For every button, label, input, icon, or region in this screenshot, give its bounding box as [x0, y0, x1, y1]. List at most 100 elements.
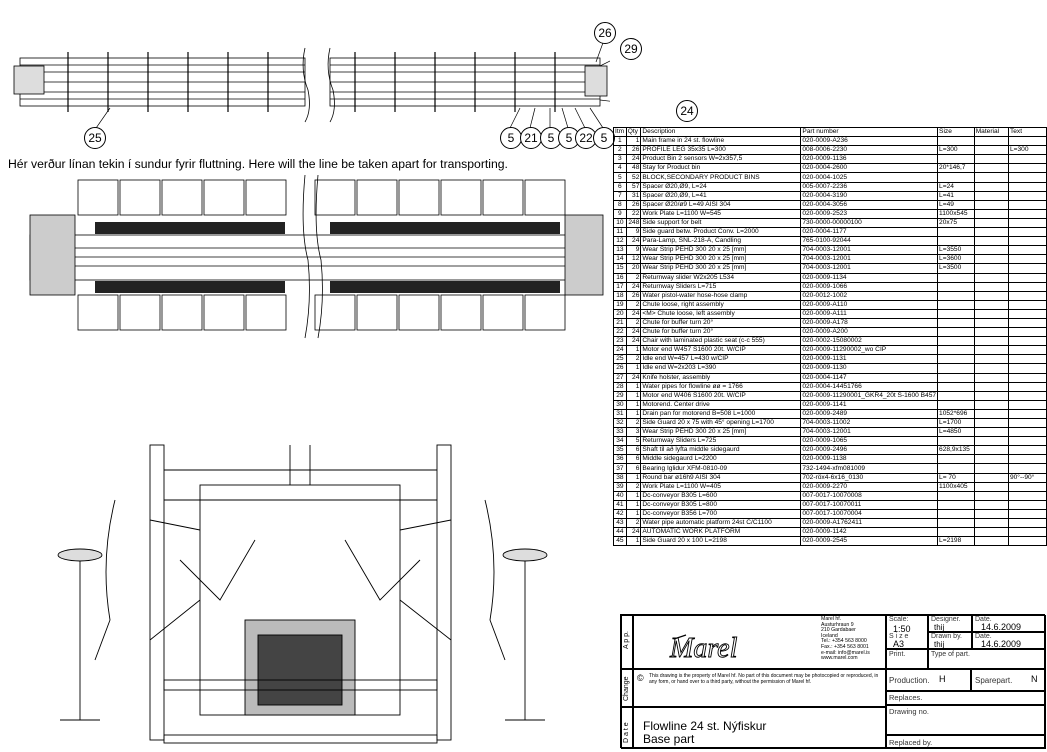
- bom-cell: [973, 436, 1009, 447]
- bom-header: Material: [973, 126, 1009, 138]
- bom-cell: Idle end W=457 L=430 w/CIP: [640, 354, 802, 365]
- bom-cell: 10: [613, 217, 627, 229]
- copyright-icon: ©: [637, 673, 644, 683]
- bom-cell: [937, 136, 975, 147]
- bom-cell: 35: [613, 445, 627, 456]
- drawn-date: 14.6.2009: [981, 639, 1022, 649]
- bom-cell: 020-0004-1025: [800, 172, 939, 183]
- bom-cell: 020-0004-2600: [800, 163, 939, 174]
- bom-cell: [973, 163, 1009, 174]
- bom-cell: [937, 354, 975, 365]
- bom-cell: Chute for buffer turn 20°: [640, 327, 802, 338]
- bom-cell: 007-0017-10070011: [800, 499, 939, 510]
- balloon-29: 29: [620, 38, 642, 60]
- bom-cell: [973, 236, 1009, 247]
- bom-cell: [1007, 308, 1047, 319]
- bom-cell: Bearing Iglidur XFM-0810-09: [640, 463, 802, 474]
- bom-cell: [973, 463, 1009, 474]
- bom-cell: [973, 145, 1009, 156]
- bom-cell: 020-0009-A1762411: [800, 518, 939, 529]
- bom-cell: 628,9x135: [937, 445, 975, 456]
- bom-cell: 1: [625, 472, 642, 483]
- bom-cell: 4: [613, 163, 627, 174]
- title-block: A p p. Change D a t e Marel Marel hf. Au…: [620, 614, 1046, 749]
- bom-cell: Idle end W=2x203 L=390: [640, 363, 802, 374]
- bom-cell: 020-0009-11290002_wo CIP: [800, 345, 939, 356]
- bom-cell: [937, 499, 975, 510]
- bom-cell: [937, 490, 975, 501]
- bom-cell: [937, 308, 975, 319]
- bom-cell: [1007, 354, 1047, 365]
- bom-cell: 20: [625, 263, 642, 274]
- bom-cell: 020-0004-14451766: [800, 381, 939, 392]
- bom-cell: 24: [625, 527, 642, 538]
- bom-cell: [973, 199, 1009, 210]
- bom-header: Size: [937, 126, 975, 138]
- plan-view: [29, 174, 604, 339]
- bom-cell: 32: [613, 417, 627, 429]
- bom-cell: 24: [625, 372, 642, 383]
- bom-cell: 24: [625, 236, 642, 247]
- bom-cell: 24: [625, 336, 642, 347]
- bom-cell: [973, 208, 1009, 219]
- bom-cell: 2: [625, 518, 642, 529]
- bom-cell: [973, 354, 1009, 365]
- bom-cell: Dc-conveyor B305 L=800: [640, 499, 802, 510]
- bom-cell: 14: [613, 254, 627, 265]
- bom-header: Qty: [625, 126, 642, 138]
- bom-cell: [1007, 508, 1047, 520]
- bom-cell: 9: [625, 227, 642, 238]
- bom-cell: 1: [613, 136, 627, 147]
- transport-note: Hér verður línan tekin í sundur fyrir fl…: [8, 157, 508, 171]
- bom-cell: 020-0004-1147: [800, 372, 939, 383]
- bom-cell: 2: [625, 317, 642, 329]
- bom-cell: 17: [613, 281, 627, 292]
- bom-cell: 020-0009-1066: [800, 281, 939, 292]
- bom-cell: L=1700: [937, 417, 975, 429]
- bom-cell: [973, 308, 1009, 319]
- bom-header: Itm: [613, 126, 627, 138]
- bom-cell: [937, 518, 975, 529]
- copyright-notice: This drawing is the property of Marel hf…: [649, 673, 879, 685]
- bom-cell: PROFILE LEG 35x35 L=300: [640, 145, 802, 156]
- bom-cell: [1007, 254, 1047, 265]
- bom-cell: [973, 499, 1009, 510]
- bom-cell: 45: [613, 536, 627, 547]
- bom-cell: 1: [625, 345, 642, 356]
- design-date: 14.6.2009: [981, 622, 1022, 632]
- balloon-24: 24: [676, 100, 698, 122]
- bom-cell: [1007, 381, 1047, 392]
- bom-cell: 704-0003-12001: [800, 263, 939, 274]
- bom-cell: 7: [613, 190, 627, 201]
- bom-cell: 24: [625, 154, 642, 165]
- bom-cell: Returnway Sliders L=725: [640, 436, 802, 447]
- bom-cell: [973, 317, 1009, 329]
- bom-cell: Water pipes for flowline øø = 1766: [640, 381, 802, 392]
- bom-cell: 1052*696: [937, 408, 975, 420]
- bom-cell: [937, 299, 975, 310]
- bom-cell: 730-0000-00000100: [800, 217, 939, 229]
- bom-cell: 6: [625, 463, 642, 474]
- bom-cell: [1007, 208, 1047, 219]
- drawing-title: Flowline 24 st. Nýfiskur: [643, 719, 767, 733]
- bom-cell: Work Plate L=1100 W=405: [640, 481, 802, 492]
- bom-cell: 40: [613, 490, 627, 501]
- bom-cell: 020-0009-1138: [800, 454, 939, 465]
- bom-cell: [973, 181, 1009, 192]
- bom-cell: Wear Strip PEHD 300 20 x 25 [mm]: [640, 427, 802, 438]
- bom-cell: [973, 136, 1009, 147]
- bom-cell: 11: [613, 227, 627, 238]
